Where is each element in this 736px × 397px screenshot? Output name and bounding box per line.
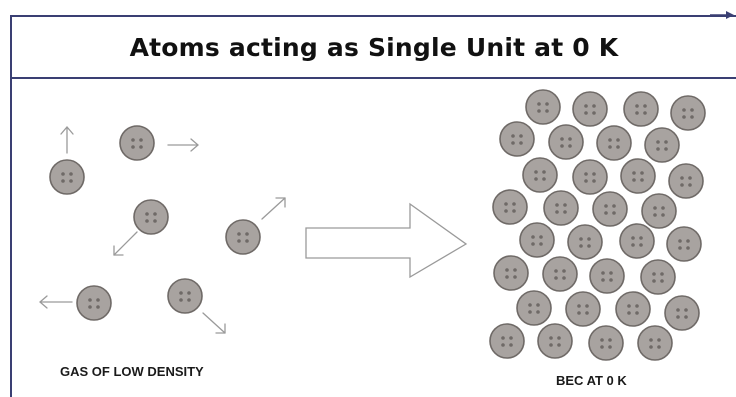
gas-atoms: [49, 125, 261, 321]
bec-atom: [522, 157, 558, 193]
bec-atom: [537, 323, 573, 359]
bec-atom: [493, 255, 529, 291]
bec-atom: [519, 222, 555, 258]
bec-atom: [644, 127, 680, 163]
bec-atom: [668, 163, 704, 199]
bec-atom: [664, 295, 700, 331]
down-left-arrow-icon: [113, 231, 138, 256]
left-border: [10, 79, 12, 397]
big-right-arrow-icon: [305, 202, 468, 279]
bec-atom: [592, 191, 628, 227]
gas-atom: [119, 125, 155, 161]
bec-atom: [596, 125, 632, 161]
left-arrow-icon: [39, 295, 73, 309]
bec-atom: [492, 189, 528, 225]
gas-atom: [49, 159, 85, 195]
bec-atom: [572, 91, 608, 127]
bec-atom: [499, 121, 535, 157]
gas-caption: GAS OF LOW DENSITY: [60, 364, 204, 379]
bec-atom: [620, 158, 656, 194]
up-right-arrow-icon: [261, 197, 286, 220]
bec-atom: [489, 323, 525, 359]
up-arrow-icon: [60, 126, 74, 154]
bec-caption: BEC AT 0 K: [556, 373, 627, 388]
bec-atom: [641, 193, 677, 229]
bec-atom: [666, 226, 702, 262]
gas-atom: [167, 278, 203, 314]
gas-atom: [133, 199, 169, 235]
bec-atom: [542, 256, 578, 292]
title-bar: Atoms acting as Single Unit at 0 K: [10, 15, 736, 79]
bec-atom: [525, 89, 561, 125]
bec-atom: [589, 258, 625, 294]
bec-atom: [637, 325, 673, 361]
bec-atom: [615, 291, 651, 327]
gas-atom: [225, 219, 261, 255]
bec-atoms: [489, 89, 706, 361]
bec-atom: [565, 291, 601, 327]
bec-atom: [543, 190, 579, 226]
right-arrow-icon: [167, 138, 199, 152]
bec-atom: [640, 259, 676, 295]
down-right-arrow-icon: [202, 312, 226, 334]
bec-atom: [567, 224, 603, 260]
bec-atom: [548, 124, 584, 160]
bec-atom: [670, 95, 706, 131]
corner-arrow-icon: [710, 11, 734, 19]
bec-atom: [588, 325, 624, 361]
bec-atom: [619, 223, 655, 259]
gas-atom: [76, 285, 112, 321]
diagram-title: Atoms acting as Single Unit at 0 K: [129, 32, 619, 62]
bec-atom: [623, 91, 659, 127]
bec-atom: [572, 159, 608, 195]
bec-atom: [516, 290, 552, 326]
